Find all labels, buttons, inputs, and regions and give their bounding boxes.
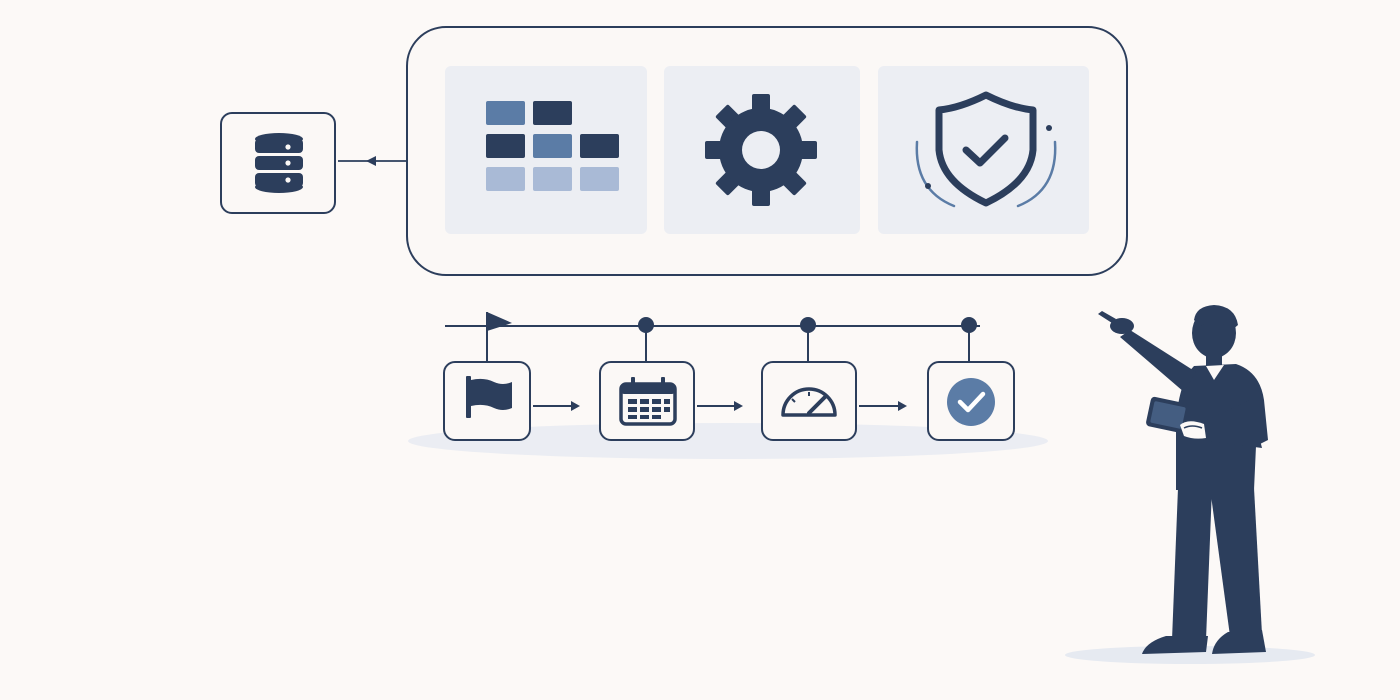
flag-marker-icon (486, 312, 512, 361)
shield-check-icon (915, 91, 1057, 208)
step-box-speedometer (761, 361, 857, 441)
check-circle-icon (947, 378, 995, 426)
person-with-tablet-pointing-icon (1098, 305, 1268, 654)
flag-icon (466, 376, 512, 418)
step-box-flag (443, 361, 531, 441)
gear-icon (705, 94, 817, 206)
speedometer-icon (781, 387, 837, 417)
timeline-shadow (408, 423, 1048, 459)
database-icon (255, 133, 303, 193)
grid-blocks-icon (486, 101, 619, 191)
timeline-track (445, 312, 980, 361)
panel-to-database-connector (338, 156, 406, 166)
step-arrows (533, 401, 907, 411)
calendar-icon (619, 377, 677, 426)
